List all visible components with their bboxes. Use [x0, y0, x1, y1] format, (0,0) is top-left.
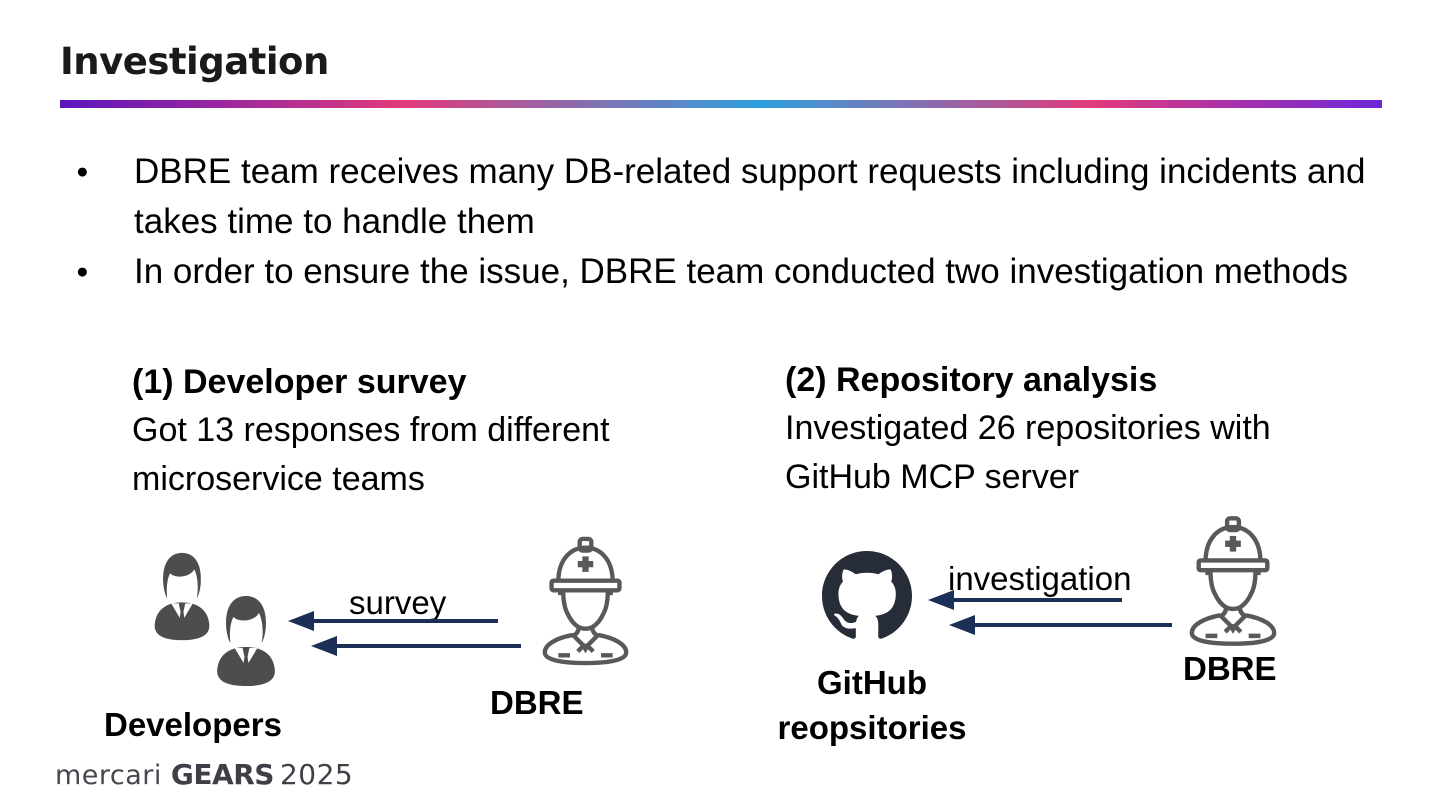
- survey-arrows-icon: [288, 611, 521, 656]
- github-repositories-label: GitHub reopsitories: [777, 664, 967, 746]
- mercari-wordmark: mercari: [55, 760, 162, 791]
- method-body: Investigated 26 repositories with GitHub…: [785, 409, 1271, 496]
- gears-wordmark: GEARS: [170, 758, 275, 791]
- dbre-worker-icon: [1189, 516, 1277, 646]
- page-title: Investigation: [60, 40, 329, 83]
- footer-logo: mercari GEARS 2025: [55, 758, 353, 791]
- survey-arrow-label: survey: [349, 584, 447, 621]
- bullet-item: ● In order to ensure the issue, DBRE tea…: [72, 247, 1402, 297]
- method-developer-survey: (1) Developer survey Got 13 responses fr…: [132, 358, 752, 504]
- method-heading: (1) Developer survey: [132, 363, 467, 401]
- dbre-label-right: DBRE: [1183, 650, 1277, 687]
- dbre-worker-icon: [542, 536, 629, 666]
- method-heading: (2) Repository analysis: [785, 361, 1158, 399]
- bullet-text: In order to ensure the issue, DBRE team …: [134, 252, 1348, 291]
- investigation-arrow-label: investigation: [948, 560, 1132, 597]
- developers-icon: [154, 552, 278, 690]
- method-body: Got 13 responses from different microser…: [132, 411, 610, 498]
- bullet-icon: ●: [76, 160, 89, 183]
- bullet-text: DBRE team receives many DB-related suppo…: [134, 152, 1366, 241]
- developers-label: Developers: [104, 706, 282, 743]
- investigation-arrows-icon: [928, 590, 1172, 635]
- bullet-item: ● DBRE team receives many DB-related sup…: [72, 147, 1402, 247]
- accent-gradient-bar: [60, 100, 1382, 108]
- bullet-list: ● DBRE team receives many DB-related sup…: [72, 147, 1402, 297]
- github-octocat-icon: [822, 551, 912, 639]
- footer-year: 2025: [279, 758, 354, 791]
- bullet-icon: ●: [76, 260, 89, 283]
- method-repository-analysis: (2) Repository analysis Investigated 26 …: [785, 356, 1405, 502]
- dbre-label-left: DBRE: [490, 684, 584, 721]
